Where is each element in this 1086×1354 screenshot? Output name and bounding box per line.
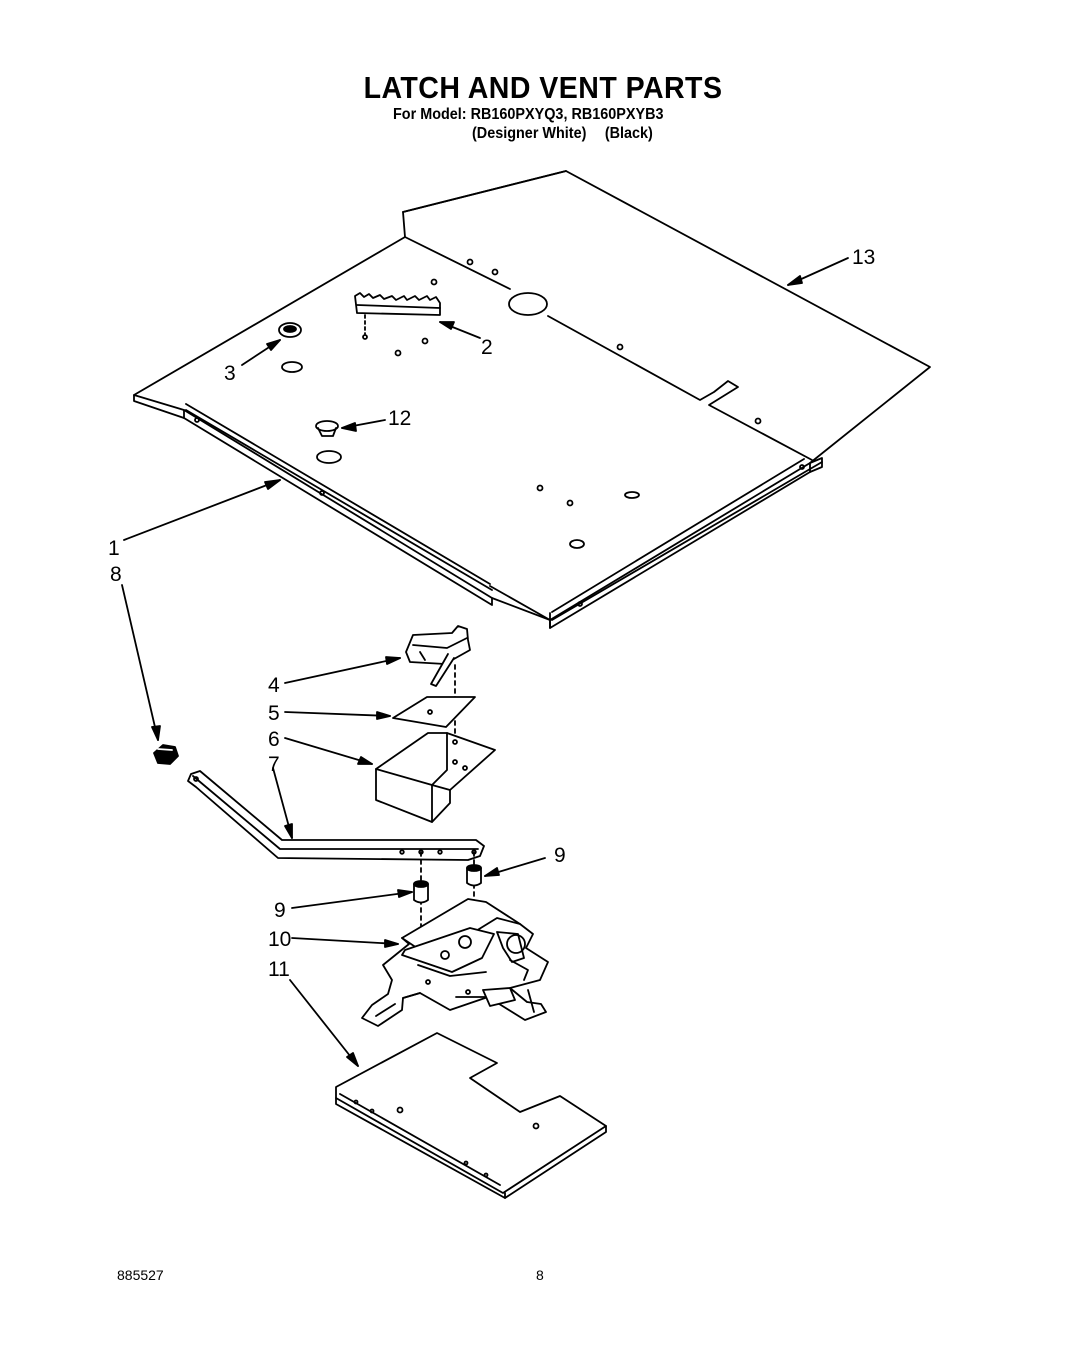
callout-9-right: 9 [554, 844, 566, 867]
spacer-part-right [466, 864, 482, 887]
callout-labels: 1 2 3 4 5 6 7 8 9 9 10 11 12 13 [108, 246, 875, 981]
callout-1: 1 [108, 537, 120, 560]
plug-button-part [315, 420, 339, 437]
variant-line: (Designer White) (Black) [472, 125, 667, 143]
pad-part [153, 744, 179, 765]
grommet-part [278, 322, 303, 373]
callout-7: 7 [268, 753, 280, 776]
document-number: 885527 [117, 1267, 164, 1283]
variant-designer-white: (Designer White) [472, 125, 587, 142]
terminal-block-part [354, 292, 441, 340]
callout-2: 2 [481, 336, 493, 359]
callout-4: 4 [268, 674, 280, 697]
model-line: For Model: RB160PXYQ3, RB160PXYB3 [393, 106, 664, 123]
callout-13: 13 [852, 246, 875, 269]
callout-12: 12 [388, 407, 411, 430]
variant-black: (Black) [604, 125, 653, 142]
callout-5: 5 [268, 702, 280, 725]
top-panel-part [133, 170, 931, 629]
spacer-part-left [413, 880, 429, 904]
insulator-part [392, 696, 476, 728]
leader-lines [121, 257, 849, 1067]
page-number: 8 [536, 1267, 544, 1283]
callout-8: 8 [110, 563, 122, 586]
latch-assembly-part [361, 898, 549, 1027]
page-header: LATCH AND VENT PARTS [0, 70, 1086, 106]
callout-10: 10 [268, 928, 291, 951]
callout-3: 3 [224, 362, 236, 385]
switch-bracket-part [375, 732, 496, 823]
page-title: LATCH AND VENT PARTS [363, 70, 723, 105]
callout-9-left: 9 [274, 899, 286, 922]
callout-6: 6 [268, 728, 280, 751]
latch-link-part [187, 770, 485, 931]
callout-11: 11 [268, 958, 290, 981]
bottom-plate-part [335, 1032, 607, 1199]
